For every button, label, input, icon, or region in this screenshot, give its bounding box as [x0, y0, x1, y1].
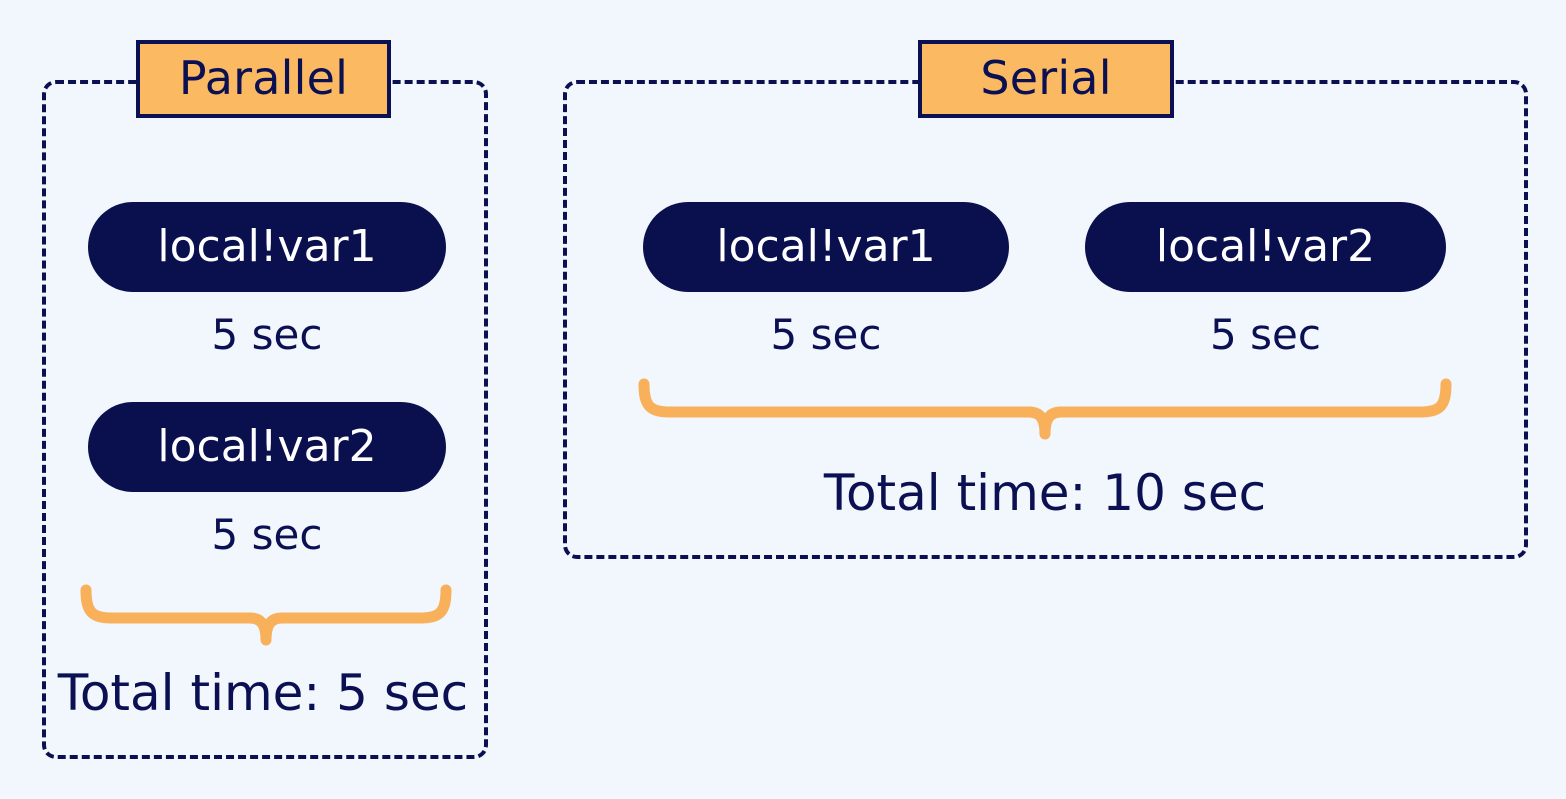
task-duration-serial-var2: 5 sec — [1210, 310, 1321, 359]
group-title-serial: Serial — [918, 40, 1174, 118]
task-pill-serial-var2: local!var2 — [1085, 202, 1446, 292]
group-title-parallel: Parallel — [136, 40, 391, 118]
task-duration-serial-var1: 5 sec — [770, 310, 882, 359]
curly-brace-icon-parallel — [78, 584, 454, 646]
total-time-serial: Total time: 10 sec — [823, 464, 1267, 522]
task-pill-parallel-var1: local!var1 — [88, 202, 446, 292]
task-pill-parallel-var2: local!var2 — [88, 402, 446, 492]
total-time-parallel: Total time: 5 sec — [57, 664, 469, 722]
task-pill-serial-var1: local!var1 — [643, 202, 1009, 292]
task-duration-parallel-var1: 5 sec — [211, 310, 323, 359]
task-duration-parallel-var2: 5 sec — [211, 510, 323, 559]
curly-brace-icon-serial — [636, 378, 1454, 440]
